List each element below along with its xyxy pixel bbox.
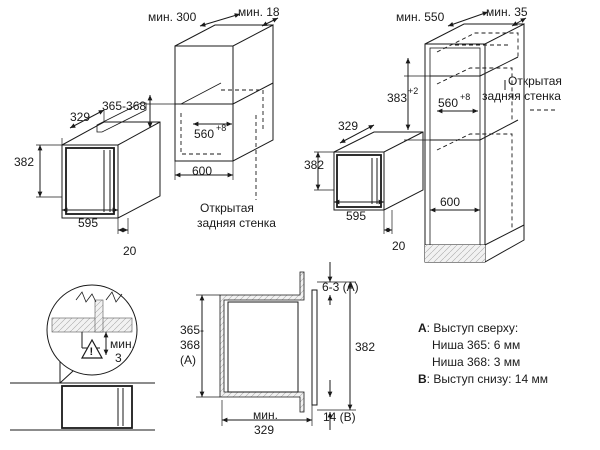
oven-top-right — [314, 124, 424, 234]
cabinet-opening-width-label: 560 — [194, 127, 214, 141]
tall-opening-width-label: 560 — [438, 96, 458, 110]
cabinet-niche-height-label: 365-368 — [102, 99, 146, 113]
legend-b-text: : Выступ снизу: 14 мм — [426, 372, 548, 386]
legend-a-text: : Выступ сверху: — [426, 321, 519, 335]
section-min-depth-1: мин. — [253, 408, 278, 422]
legend: A: Выступ сверху: Ниша 365: 6 мм Ниша 36… — [418, 320, 598, 388]
warning-min-value: 3 — [115, 351, 122, 365]
section-total-height: 382 — [355, 340, 375, 354]
oven-depth-label: 329 — [70, 110, 90, 124]
legend-niche365: Ниша 365: 6 мм — [432, 338, 521, 352]
oven-top-left — [36, 102, 161, 234]
tall-cabinet — [404, 11, 555, 263]
oven-flange-label: 20 — [123, 244, 137, 258]
oven-width-label: 595 — [78, 216, 98, 230]
legend-b-key: B — [418, 372, 427, 386]
legend-b-row: B: Выступ снизу: 14 мм — [418, 371, 598, 388]
cabinet-width-label: 600 — [192, 164, 212, 178]
legend-niche368: Ниша 368: 3 мм — [432, 355, 521, 369]
cabinet-min-side-label: мин. 18 — [238, 5, 280, 19]
warning-detail: ! — [10, 284, 155, 431]
oven2-width-label: 595 — [346, 209, 366, 223]
tall-open-back-line1: Открытая — [508, 74, 562, 88]
oven2-depth-label: 329 — [338, 119, 358, 133]
side-section — [196, 262, 356, 430]
tall-min-side-label: мин. 35 — [486, 5, 528, 19]
open-back-label-line1: Открытая — [200, 201, 254, 215]
section-top-offset: 6-3 (A) — [322, 280, 359, 294]
legend-a-key: A — [418, 321, 427, 335]
oven-height-label: 382 — [14, 155, 34, 169]
section-niche-marker: (A) — [180, 353, 196, 367]
section-bottom-offset: 14 (B) — [323, 410, 356, 424]
tall-min-depth-label: мин. 550 — [396, 10, 445, 24]
open-back-label-line2: задняя стенка — [197, 216, 276, 230]
tall-width-label: 600 — [440, 195, 460, 209]
tall-open-back-line2: задняя стенка — [482, 89, 561, 103]
oven2-flange-label: 20 — [392, 239, 406, 253]
cabinet-opening-tol-label: +8 — [216, 123, 226, 133]
section-min-depth-2: 329 — [254, 423, 274, 437]
warning-min-label: мин. — [110, 337, 135, 351]
tall-niche-height-label: 383 — [387, 91, 407, 105]
svg-text:!: ! — [90, 346, 94, 358]
tall-opening-tol-label: +8 — [460, 92, 470, 102]
section-niche-height-1: 365- — [180, 323, 204, 337]
section-niche-height-2: 368 — [180, 338, 200, 352]
cabinet-top-left — [146, 13, 279, 200]
tall-niche-tol-label: +2 — [408, 86, 418, 96]
oven2-height-label: 382 — [304, 158, 324, 172]
legend-a-row: A: Выступ сверху: — [418, 320, 598, 337]
cabinet-min-depth-label: мин. 300 — [148, 10, 197, 24]
